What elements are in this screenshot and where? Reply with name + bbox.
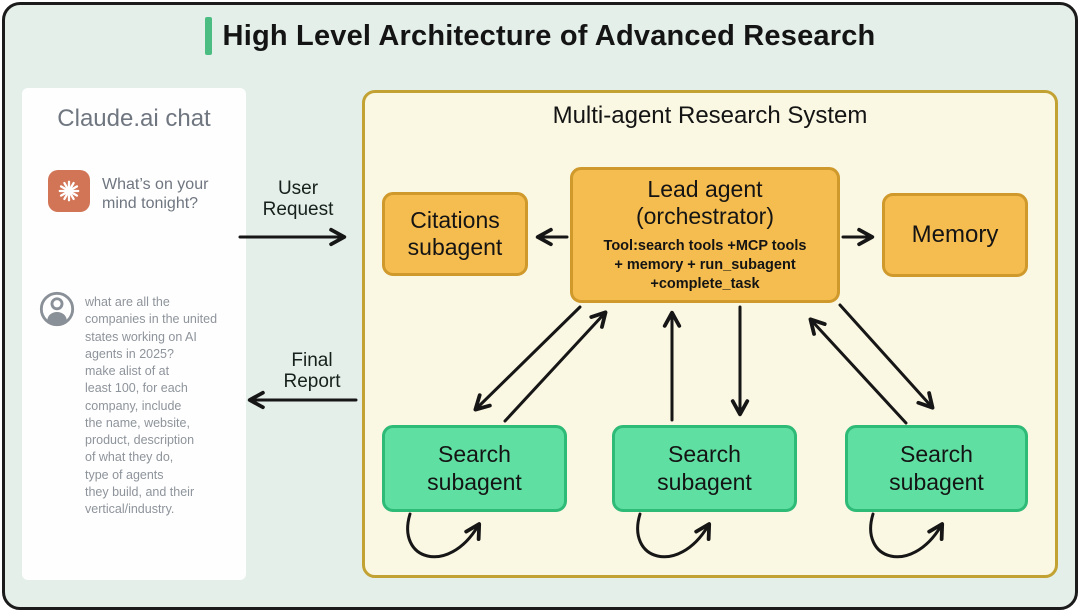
- greeting-row: What’s on your mind tonight?: [48, 170, 208, 213]
- system-panel-title: Multi-agent Research System: [552, 102, 868, 129]
- search-subagent-box-3: Search subagent: [845, 425, 1028, 512]
- citations-subagent-box: Citations subagent: [382, 192, 528, 276]
- person-icon: [39, 291, 75, 327]
- lead-agent-tools: Tool:search tools +MCP tools + memory + …: [603, 238, 807, 293]
- memory-box: Memory: [882, 193, 1028, 277]
- lead-agent-title: Lead agent (orchestrator): [635, 176, 775, 230]
- user-request-label: User Request: [262, 178, 334, 221]
- chat-panel-title: Claude.ai chat: [57, 105, 211, 132]
- page-title: High Level Architecture of Advanced Rese…: [222, 19, 876, 52]
- title-accent-bar: [204, 17, 212, 55]
- greeting-text: What’s on your mind tonight?: [102, 176, 209, 213]
- user-message-row: what are all the companies in the united…: [38, 290, 217, 518]
- search-subagent-box-2: Search subagent: [612, 425, 797, 512]
- claude-starburst-icon: [48, 170, 90, 212]
- final-report-label: Final Report: [283, 350, 341, 393]
- user-message-text: what are all the companies in the united…: [85, 295, 218, 516]
- claude-chat-panel: Claude.ai chat What’s on your mind tonig…: [22, 88, 246, 580]
- search-subagent-box-1: Search subagent: [382, 425, 567, 512]
- page-title-row: High Level Architecture of Advanced Rese…: [0, 17, 1080, 55]
- lead-agent-box: Lead agent (orchestrator) Tool:search to…: [570, 167, 840, 303]
